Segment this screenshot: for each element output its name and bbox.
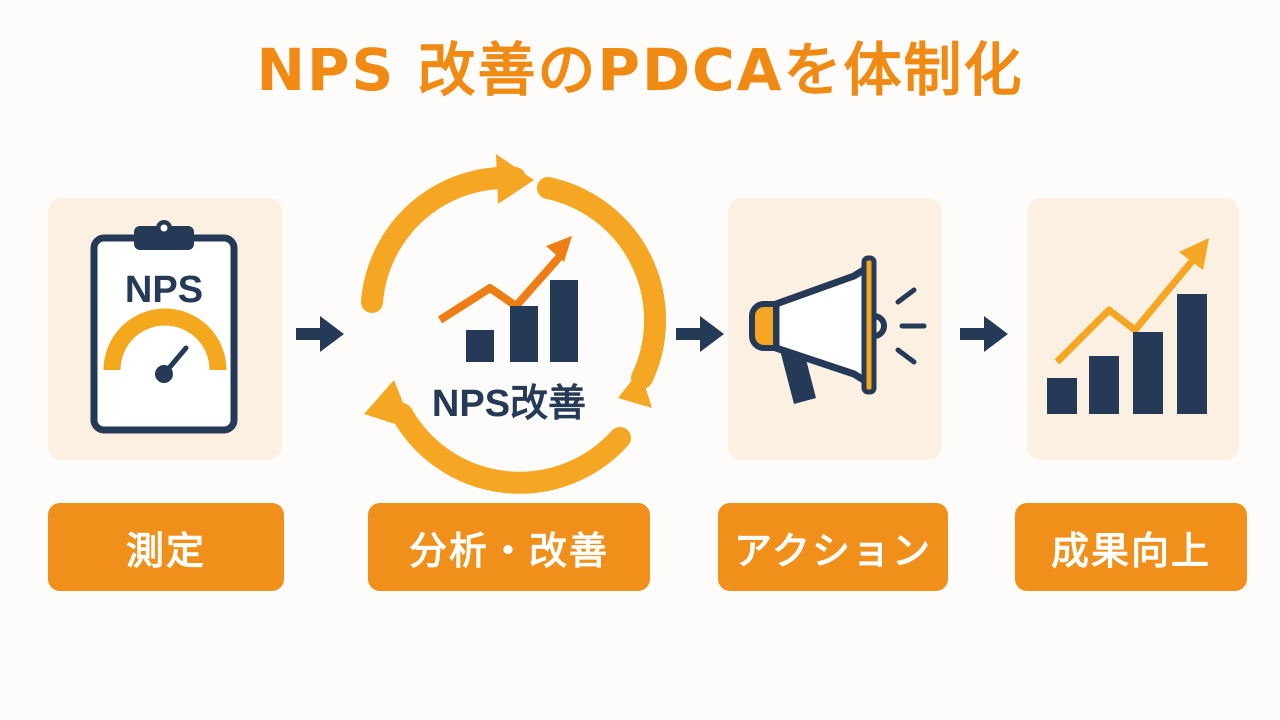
page-title: NPS 改善のPDCAを体制化 [256,36,1024,104]
clipboard-gauge-icon: NPS [90,220,238,434]
action-panel [728,198,942,460]
result-panel [1027,198,1239,460]
cycle-chart-icon: NPS改善 [361,154,667,494]
arrow-right-icon [676,316,724,352]
measure-panel: NPS [48,198,282,460]
growth-chart-icon [1047,238,1209,414]
step-label-action: アクション [718,503,948,591]
step-label-measure: 測定 [48,503,284,591]
cycle-center-text: NPS改善 [432,383,586,425]
clipboard-nps-text: NPS [125,269,203,311]
step-label-analysis: 分析・改善 [368,503,650,591]
step-label-result: 成果向上 [1015,503,1247,591]
megaphone-icon [749,255,927,404]
arrow-right-icon [296,316,344,352]
arrow-right-icon [960,316,1008,352]
